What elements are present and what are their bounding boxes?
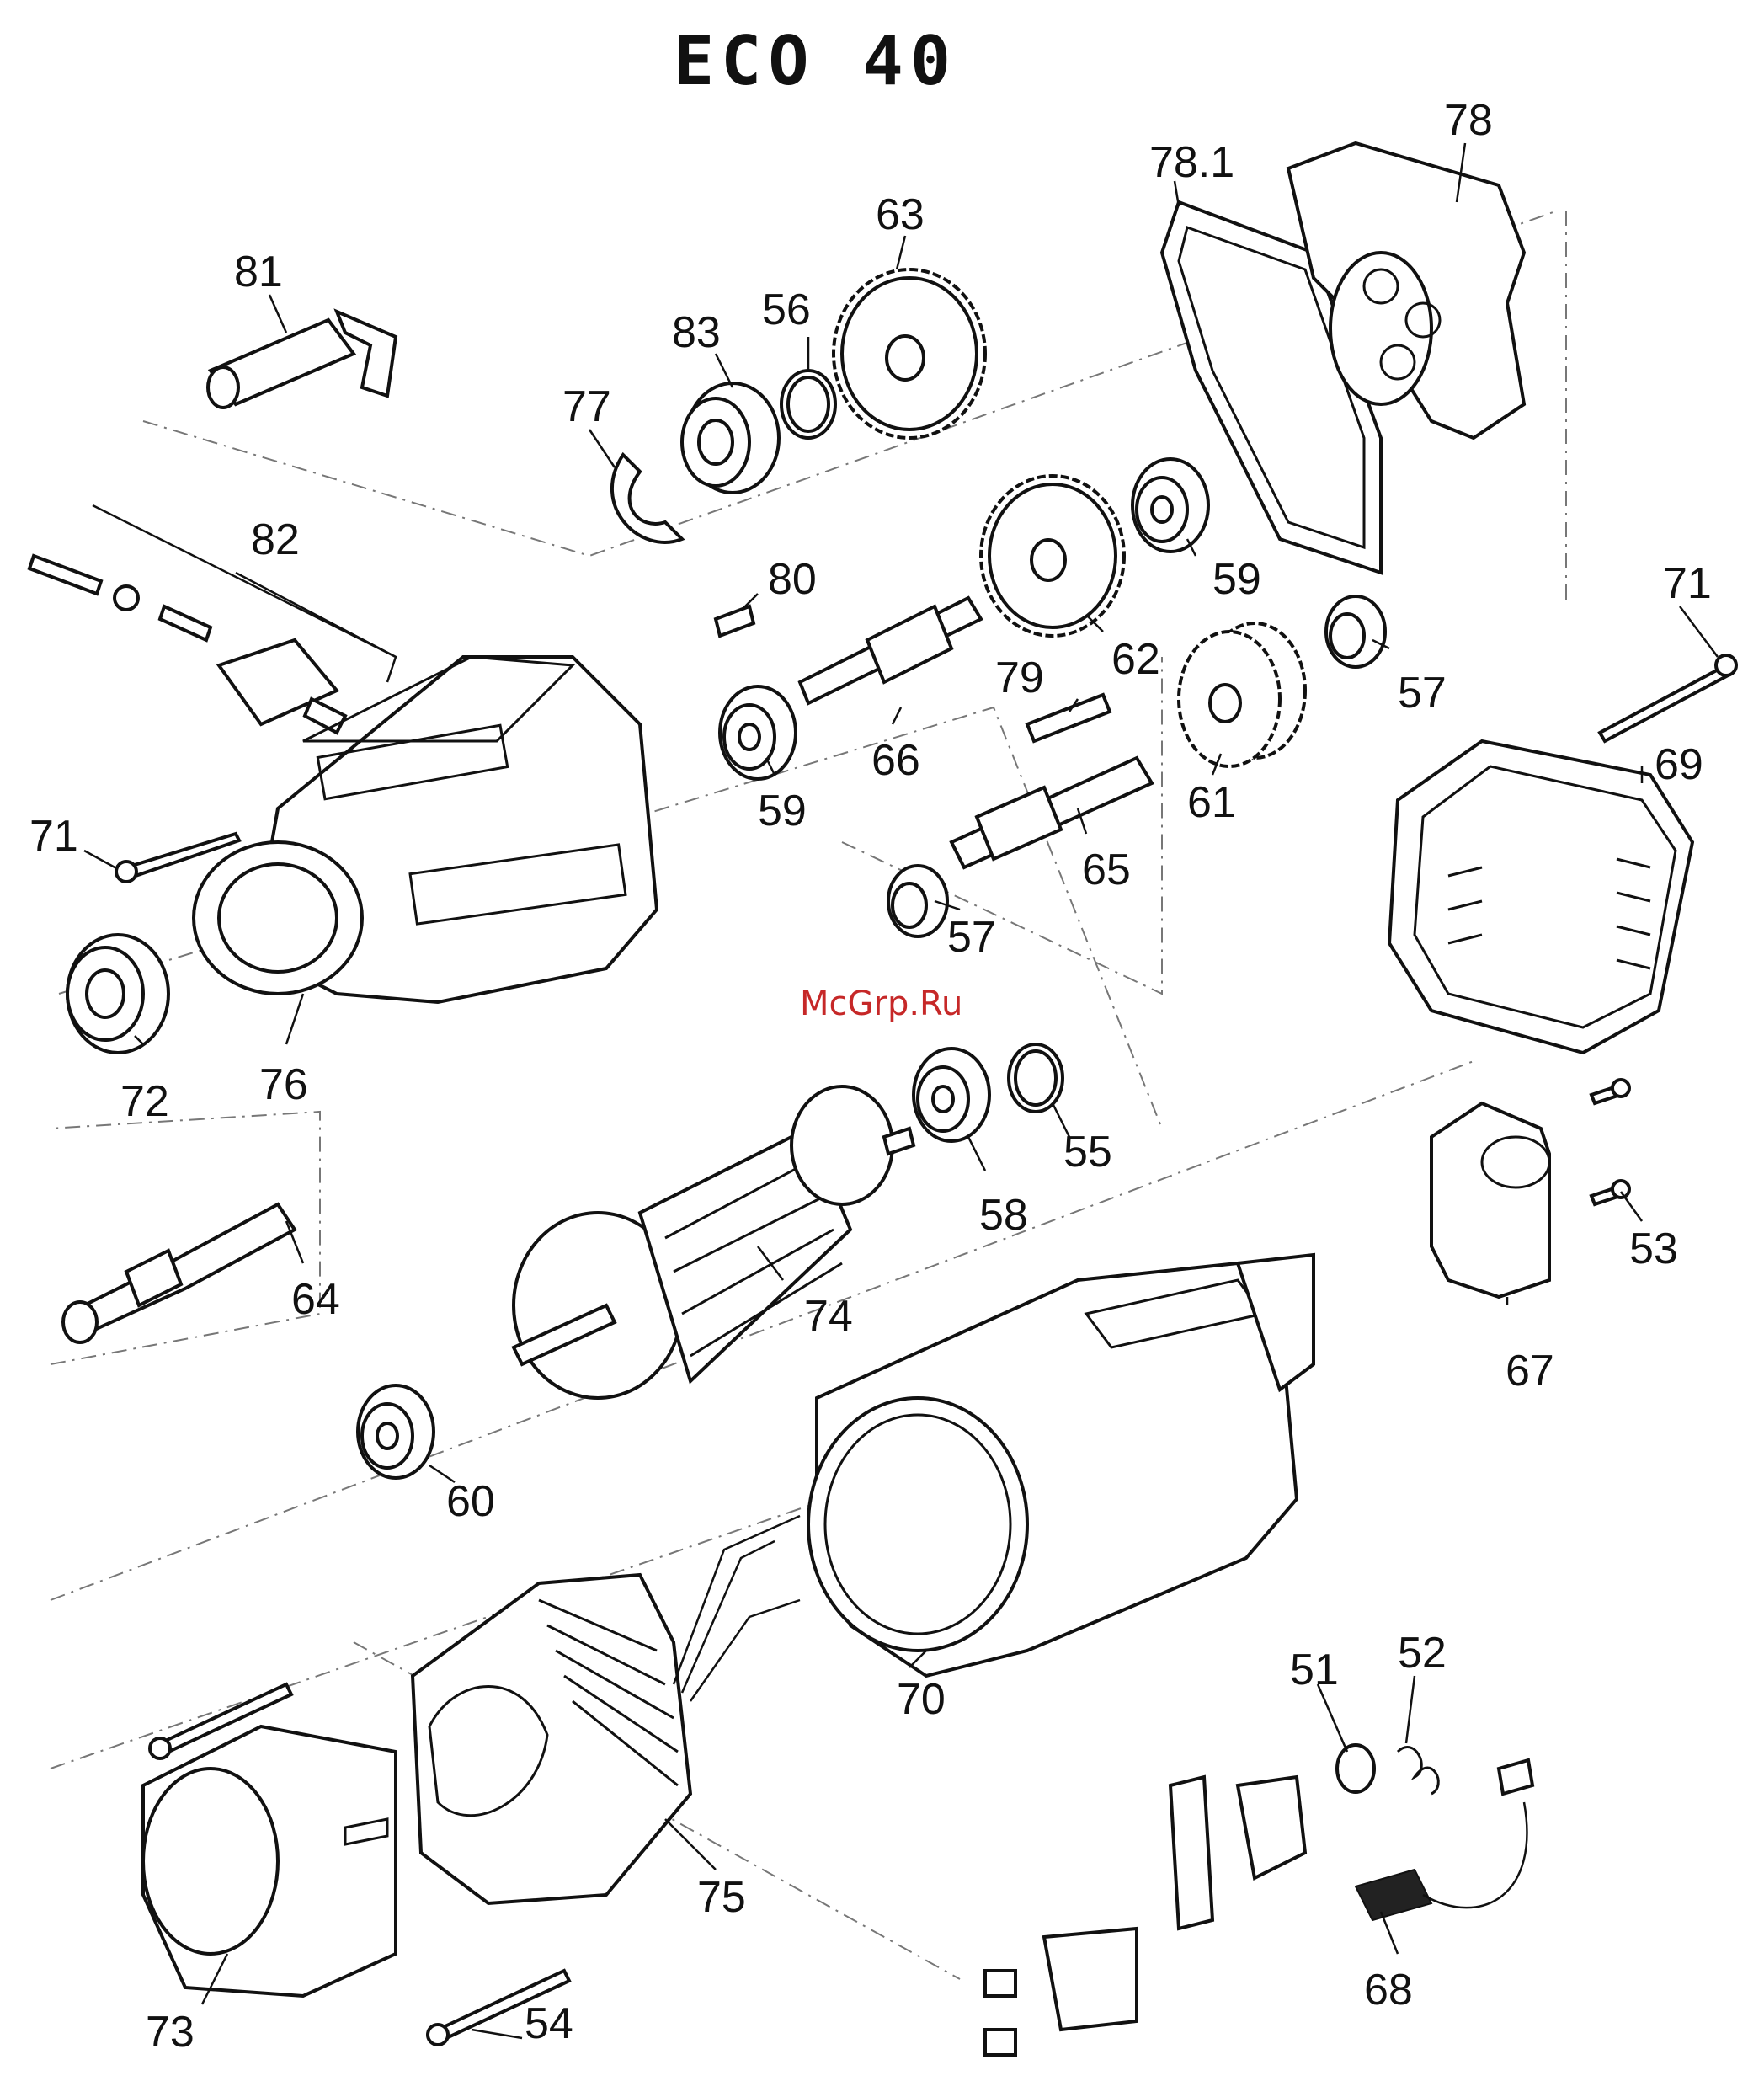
label-82: 82 bbox=[251, 515, 300, 564]
part-80-key bbox=[716, 606, 754, 636]
label-62: 62 bbox=[1111, 635, 1160, 684]
part-53-screw-lower bbox=[1591, 1181, 1629, 1204]
label-81: 81 bbox=[234, 248, 283, 296]
part-58-bearing bbox=[914, 1049, 989, 1141]
part-60-bearing bbox=[358, 1385, 434, 1478]
label-58: 58 bbox=[979, 1191, 1028, 1240]
part-59-bearing-lower bbox=[720, 686, 796, 779]
part-70-motor-housing bbox=[808, 1255, 1314, 1676]
label-57-upper: 57 bbox=[1398, 669, 1447, 718]
label-68: 68 bbox=[1364, 1966, 1413, 2014]
label-61: 61 bbox=[1187, 778, 1236, 827]
part-61-gear bbox=[1179, 623, 1305, 766]
label-67: 67 bbox=[1506, 1347, 1554, 1395]
part-56-ring bbox=[781, 371, 835, 438]
label-77: 77 bbox=[562, 382, 611, 431]
label-79: 79 bbox=[995, 654, 1044, 702]
label-72: 72 bbox=[120, 1077, 169, 1126]
part-53-screw-upper bbox=[1591, 1080, 1629, 1103]
part-52-spring bbox=[1398, 1747, 1438, 1794]
label-66: 66 bbox=[871, 736, 920, 785]
label-51: 51 bbox=[1290, 1646, 1339, 1694]
watermark: McGrp.Ru bbox=[800, 984, 962, 1023]
label-83: 83 bbox=[672, 308, 721, 357]
part-81-pin bbox=[208, 312, 396, 408]
label-71-right: 71 bbox=[1663, 559, 1712, 608]
label-69: 69 bbox=[1655, 740, 1703, 789]
label-53: 53 bbox=[1629, 1225, 1678, 1273]
label-55: 55 bbox=[1063, 1128, 1112, 1177]
label-78: 78 bbox=[1444, 96, 1493, 145]
part-51-brush-cap bbox=[1337, 1745, 1374, 1792]
label-56: 56 bbox=[762, 285, 811, 334]
part-68-carbon-brush bbox=[1356, 1760, 1532, 1920]
part-62-gear bbox=[981, 476, 1124, 636]
part-83-bearing bbox=[682, 383, 779, 493]
part-57-bearing-upper bbox=[1326, 596, 1385, 667]
label-76: 76 bbox=[259, 1060, 308, 1109]
part-brush-assembly bbox=[985, 1777, 1305, 2055]
part-82-clamp-set bbox=[29, 505, 396, 733]
label-63: 63 bbox=[876, 190, 925, 239]
part-75-field-coil bbox=[413, 1516, 800, 1903]
part-55-ring bbox=[1009, 1044, 1063, 1112]
label-60: 60 bbox=[446, 1477, 495, 1526]
label-70: 70 bbox=[897, 1675, 946, 1724]
label-71-left: 71 bbox=[29, 812, 78, 861]
label-74: 74 bbox=[804, 1292, 853, 1341]
diagram-title: ECO 40 bbox=[674, 22, 957, 100]
part-59-bearing-upper bbox=[1132, 459, 1208, 552]
part-72-bearing bbox=[67, 935, 168, 1053]
label-64: 64 bbox=[291, 1275, 340, 1324]
label-80: 80 bbox=[768, 555, 817, 604]
part-74-armature bbox=[514, 1086, 914, 1398]
part-77-circlip bbox=[612, 455, 682, 542]
label-59-upper: 59 bbox=[1212, 555, 1261, 604]
part-71-screw-right bbox=[1600, 655, 1736, 741]
part-69-rear-housing bbox=[1389, 741, 1692, 1053]
part-73-end-cap bbox=[143, 1726, 396, 1996]
part-66-pinion-shaft bbox=[800, 598, 981, 703]
part-63-gear bbox=[834, 269, 985, 438]
label-75: 75 bbox=[697, 1873, 746, 1922]
label-57-lower: 57 bbox=[947, 913, 996, 962]
part-57-bearing-lower bbox=[888, 866, 947, 936]
part-64-spindle bbox=[63, 1204, 295, 1342]
label-52: 52 bbox=[1398, 1629, 1447, 1678]
part-67-brush-holder bbox=[1431, 1103, 1549, 1297]
label-54: 54 bbox=[525, 1999, 573, 2048]
label-73: 73 bbox=[146, 2008, 195, 2057]
label-78-1: 78.1 bbox=[1149, 138, 1234, 187]
label-59-lower: 59 bbox=[758, 787, 807, 835]
label-65: 65 bbox=[1082, 846, 1131, 894]
